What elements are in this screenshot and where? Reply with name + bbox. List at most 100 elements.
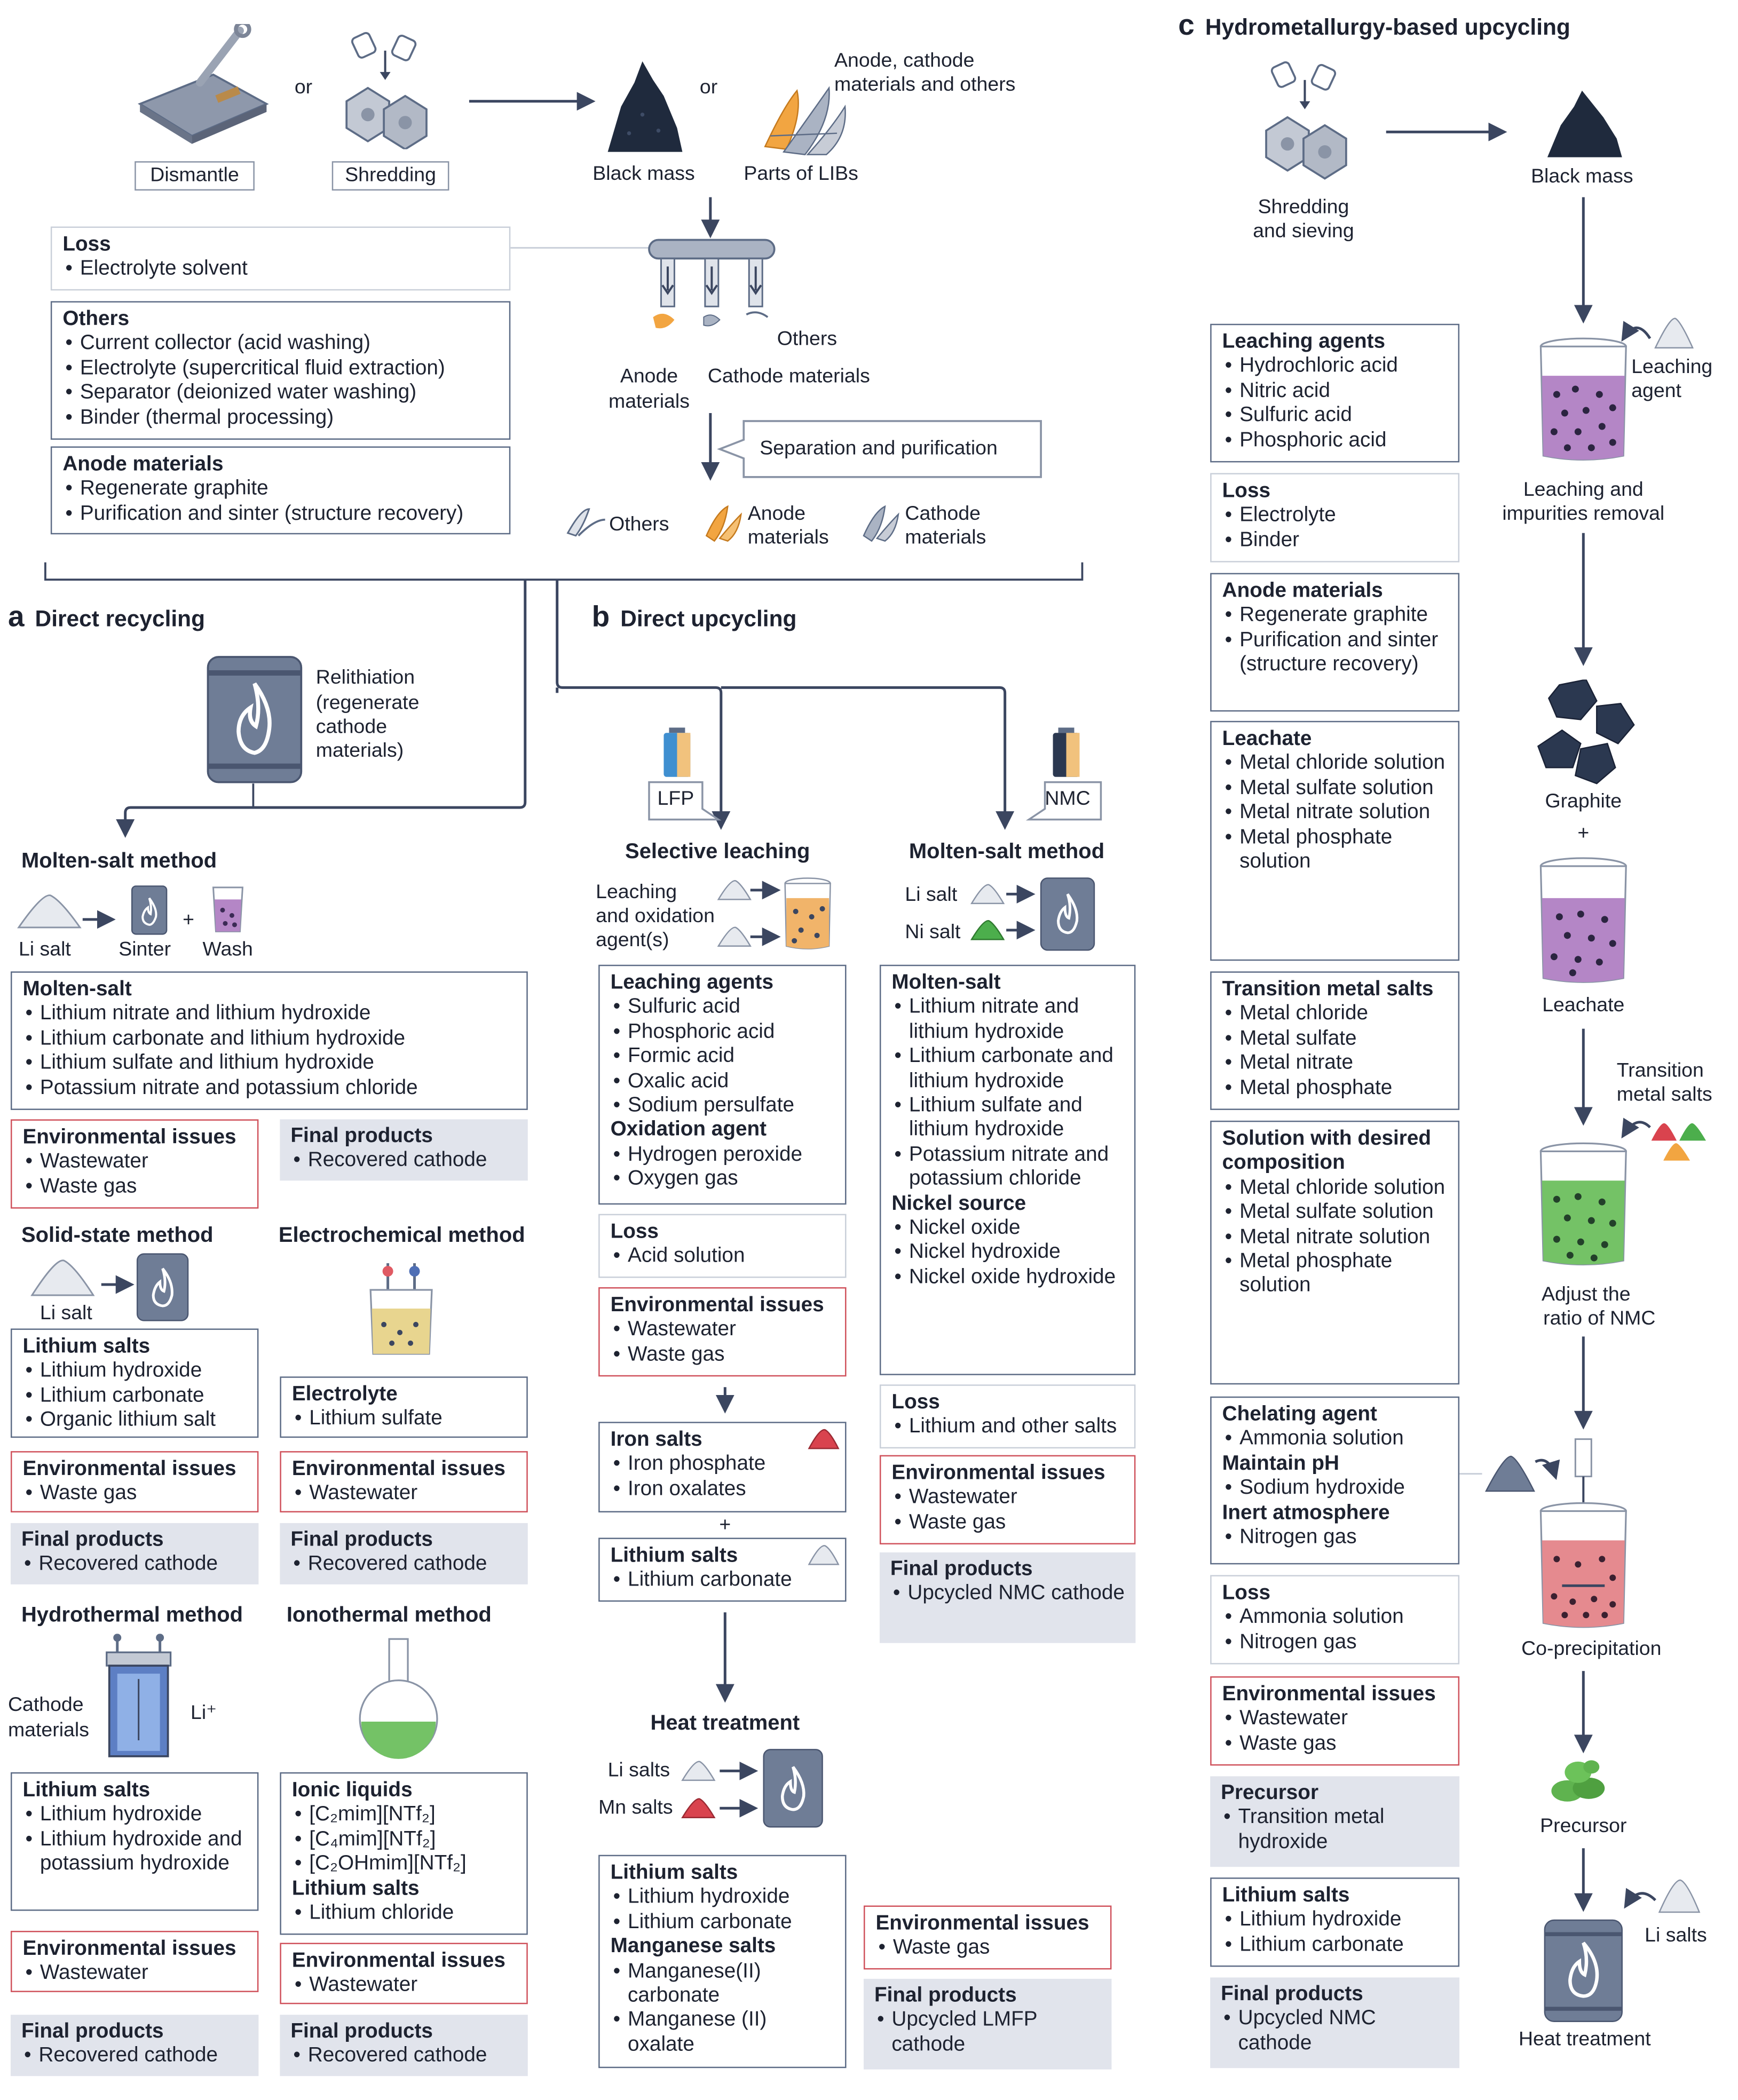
anode-materials-box: Anode materials Regenerate graphite Puri… [50, 446, 511, 535]
electro-env-heading: Environmental issues [291, 1457, 505, 1481]
parts-of-libs-label: Parts of LIBs [744, 162, 858, 186]
list-item: Potassium nitrate and potassium chloride [22, 1076, 517, 1101]
list-item: Iron phosphate [611, 1453, 836, 1478]
libs-parts-icon [764, 86, 846, 155]
nmc-label: NMC [1045, 787, 1091, 811]
molten-b-heading: Molten-salt [891, 971, 1001, 994]
list-item: [C₄mim][NTf₂] [292, 1828, 517, 1853]
agent-pile-icon [717, 926, 752, 947]
li-plus-label: Li⁺ [191, 1701, 217, 1724]
oxidation-heading: Oxidation agent [610, 1118, 767, 1142]
precursor-pellets-icon [1551, 1760, 1605, 1802]
c-precursor-box: Precursor Transition metal hydroxide [1210, 1776, 1460, 1867]
nmc-tag-shape [1025, 781, 1102, 821]
ionothermal-title: Ionothermal method [286, 1604, 492, 1627]
list-item: Sodium hydroxide [1222, 1477, 1449, 1502]
c-tms-heading: Transition metal salts [1222, 978, 1434, 1001]
leach-label-line2: and oxidation [596, 905, 715, 928]
anode-heading: Anode materials [62, 453, 224, 476]
list-item: Nickel oxide [891, 1217, 1125, 1242]
plus-sign: + [1577, 822, 1590, 845]
list-item: Wastewater [22, 1151, 248, 1176]
list-item: Lithium sulfate [292, 1408, 517, 1433]
electrolyte-heading: Electrolyte [291, 1383, 398, 1406]
list-item: Lithium sulfate and lithium hydroxide [891, 1094, 1125, 1143]
list-item: [C₂mim][NTf₂] [292, 1803, 517, 1828]
ni-salt-pile-icon [970, 920, 1005, 940]
lfp-tag-shape [648, 781, 722, 821]
c-anode-heading: Anode materials [1222, 580, 1383, 603]
list-item: Binder [1222, 529, 1449, 554]
list-item: Acid solution [611, 1245, 836, 1270]
relithiation-line3: cathode [315, 715, 388, 739]
list-item: Electrolyte [1222, 504, 1449, 529]
panel-c-title-text: Hydrometallurgy-based upcycling [1205, 14, 1570, 40]
molten-salt-heading: Molten-salt [22, 978, 132, 1001]
graphite-rocks-icon [1537, 679, 1635, 784]
list-item: Waste gas [875, 1937, 1101, 1962]
list-item: Wastewater [611, 1318, 836, 1343]
transition-line1: Transition [1616, 1059, 1704, 1082]
wash-beaker-icon [212, 886, 244, 932]
final-products-box: Final products Recovered cathode [280, 1119, 528, 1181]
lithium-salts-heading: Lithium salts [610, 1544, 738, 1567]
list-item: Lithium and other salts [891, 1416, 1125, 1441]
list-item: Recovered cathode [290, 2044, 518, 2070]
out-anode-line2: materials [747, 526, 829, 549]
leaching-agents-box: Leaching agents Sulfuric acid Phosphoric… [598, 964, 847, 1205]
leach-loss-heading: Loss [610, 1221, 659, 1243]
list-item: Nitric acid [1222, 379, 1449, 405]
ionic-liquids-box: Ionic liquids [C₂mim][NTf₂] [C₄mim][NTf₂… [280, 1772, 528, 1935]
anode-materials-line1: Anode [620, 365, 678, 388]
molten-salt-b-title: Molten-salt method [908, 841, 1105, 863]
heat-treatment-label: Heat treatment [1518, 2028, 1651, 2051]
env-issues-box: Environmental issues Wastewater Waste ga… [10, 1119, 259, 1209]
chelating-heading: Chelating agent [1222, 1403, 1377, 1426]
mn-salt-pile-icon [681, 1798, 716, 1819]
final-heading: Final products [290, 1124, 433, 1147]
autoclave-icon [106, 1634, 172, 1757]
list-item: Current collector (acid washing) [62, 332, 500, 358]
list-item: Wastewater [1222, 1708, 1449, 1733]
c-loss2-heading: Loss [1222, 1581, 1271, 1605]
electrochemical-title: Electrochemical method [278, 1224, 525, 1248]
out-others-label: Others [609, 513, 669, 536]
lithium-salts-box: Lithium salts Lithium carbonate [598, 1538, 847, 1602]
leach-loss-box: Loss Acid solution [598, 1214, 847, 1278]
hydro-lithium-salts-box: Lithium salts Lithium hydroxide Lithium … [10, 1772, 259, 1911]
separator-apparatus-icon [648, 239, 776, 329]
c-anode-box: Anode materials Regenerate graphite Puri… [1210, 573, 1460, 712]
transition-line2: metal salts [1616, 1083, 1712, 1106]
shredder-icon [345, 31, 428, 149]
loss-heading: Loss [62, 233, 111, 256]
adjust-line1: Adjust the [1542, 1283, 1631, 1306]
list-item: [C₂OHmim][NTf₂] [292, 1852, 517, 1877]
list-item: Phosphoric acid [611, 1020, 836, 1045]
list-item: Lithium sulfate and lithium hydroxide [22, 1052, 517, 1077]
list-item: Recovered cathode [290, 1149, 518, 1174]
plus-sign: + [183, 908, 194, 932]
heat-env-box: Environmental issues Waste gas [863, 1905, 1112, 1970]
c-leachate-box: Leachate Metal chloride solution Metal s… [1210, 720, 1460, 961]
black-mass-label: Black mass [592, 162, 695, 186]
manganese-heading: Manganese salts [610, 1935, 776, 1958]
heat-final-heading: Final products [874, 1984, 1017, 2007]
relithiation-line4: materials) [315, 739, 404, 763]
panel-c-letter: c [1178, 7, 1195, 42]
anode-cathode-others-line2: materials and others [834, 73, 1016, 96]
li-salt-pile-icon [17, 894, 82, 929]
inert-heading: Inert atmosphere [1222, 1501, 1390, 1524]
hydrothermal-title: Hydrothermal method [21, 1604, 243, 1627]
list-item: Organic lithium salt [22, 1409, 248, 1434]
list-item: Separator (deionized water washing) [62, 382, 500, 407]
solid-env-box: Environmental issues Waste gas [10, 1451, 259, 1512]
list-item: Waste gas [611, 1343, 836, 1368]
electrochemical-cell-icon [369, 1263, 433, 1355]
list-item: Lithium carbonate and lithium hydroxide [22, 1027, 517, 1052]
list-item: Waste gas [891, 1511, 1125, 1536]
cathode-materials-line2: materials [7, 1719, 89, 1742]
list-item: Nitrogen gas [1222, 1631, 1449, 1656]
